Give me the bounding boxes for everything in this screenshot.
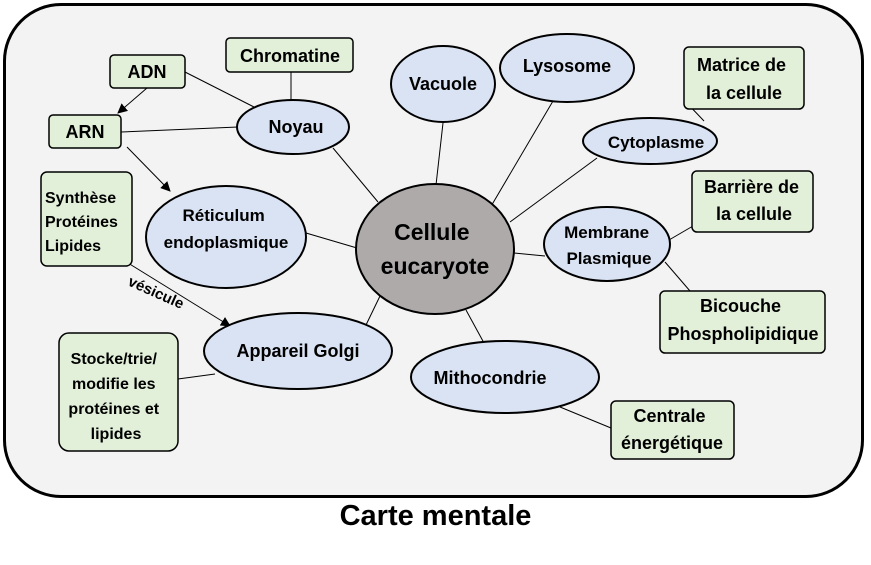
- center-line-2: eucaryote: [381, 253, 490, 279]
- link-noyau-adn: [184, 71, 255, 108]
- link-synthese-golgi: [127, 262, 231, 327]
- svg-text:Cellule eucaryote: Cellule eucaryote: [381, 219, 490, 279]
- note-stocke: Stocke/trie/ modifie les protéines et li…: [58, 332, 179, 452]
- barriere-line-1: Barrière de: [704, 177, 799, 197]
- centrale-line-2: énergétique: [621, 433, 723, 453]
- bicouche-line-1: Bicouche: [700, 296, 781, 316]
- link-center-lysosome: [489, 100, 554, 209]
- cytoplasme-label: Cytoplasme: [608, 133, 704, 152]
- organelle-mitochondrie: Mithocondrie: [410, 340, 600, 414]
- note-bicouche: Bicouche Phospholipidique: [659, 290, 826, 354]
- synthese-line-3: Lipides: [45, 238, 101, 255]
- link-center-vacuole: [435, 122, 444, 186]
- link-center-noyau: [332, 147, 379, 203]
- organelle-reticulum: Réticulum endoplasmique: [145, 185, 307, 289]
- link-center-mitochondrie: [465, 309, 485, 344]
- organelle-lysosome: Lysosome: [499, 33, 635, 103]
- bicouche-line-2: Phospholipidique: [668, 324, 819, 344]
- note-arn: ARN: [48, 114, 122, 149]
- organelle-membrane: Membrane Plasmique: [543, 206, 671, 282]
- link-golgi-stocke: [177, 373, 216, 380]
- reticulum-line-2: endoplasmique: [164, 233, 289, 252]
- reticulum-line-1: Réticulum: [183, 206, 265, 225]
- synthese-line-2: Protéines: [45, 214, 118, 231]
- svg-text:Matrice de la cellul: Matrice de la cellule: [697, 55, 791, 103]
- membrane-line-1: Membrane: [564, 223, 649, 242]
- diagram-caption: Carte mentale: [339, 500, 532, 532]
- center-node: Cellule eucaryote: [355, 183, 515, 315]
- link-center-reticulum: [305, 232, 358, 249]
- vesicule-label: vésicule: [125, 273, 186, 313]
- link-center-golgi: [365, 295, 381, 326]
- note-barriere: Barrière de la cellule: [691, 170, 814, 233]
- svg-text:Barrière de la cellu: Barrière de la cellule: [704, 177, 804, 224]
- chromatine-label: Chromatine: [240, 46, 340, 66]
- link-center-cytoplasme: [509, 157, 598, 223]
- matrice-line-1: Matrice de: [697, 55, 786, 75]
- noyau-label: Noyau: [268, 117, 323, 137]
- mitochondrie-label: Mithocondrie: [434, 368, 547, 388]
- stocke-line-3: protéines et: [68, 401, 159, 418]
- lysosome-label: Lysosome: [523, 56, 611, 76]
- organelle-golgi: Appareil Golgi: [203, 312, 393, 390]
- stocke-line-4: lipides: [91, 426, 142, 443]
- organelle-noyau: Noyau: [236, 99, 350, 155]
- center-line-1: Cellule: [394, 219, 469, 245]
- adn-label: ADN: [128, 62, 167, 82]
- link-adn-arn: [117, 87, 148, 114]
- svg-text:Réticulum endoplasmi: Réticulum endoplasmique: [164, 206, 289, 252]
- note-chromatine: Chromatine: [225, 37, 354, 73]
- matrice-line-2: la cellule: [706, 83, 782, 103]
- link-membrane-barriere: [668, 225, 694, 241]
- svg-text:Bicouche Phospholipi: Bicouche Phospholipidique: [668, 296, 819, 344]
- vacuole-label: Vacuole: [409, 74, 477, 94]
- stocke-line-1: Stocke/trie/: [71, 351, 158, 368]
- link-center-membrane: [513, 252, 546, 257]
- organelle-cytoplasme: Cytoplasme: [582, 117, 718, 165]
- connectors: [117, 71, 705, 429]
- arn-label: ARN: [66, 122, 105, 142]
- link-noyau-arn: [120, 126, 239, 133]
- link-membrane-bicouche: [664, 261, 691, 292]
- membrane-line-2: Plasmique: [566, 249, 651, 268]
- svg-text:Synthèse Protéines: Synthèse Protéines Lipides: [45, 190, 122, 255]
- note-adn: ADN: [109, 54, 186, 89]
- note-synthese: Synthèse Protéines Lipides: [40, 171, 133, 267]
- link-arn-reticulum: [126, 146, 171, 192]
- centrale-line-1: Centrale: [633, 406, 705, 426]
- note-matrice: Matrice de la cellule: [683, 46, 805, 110]
- barriere-line-2: la cellule: [716, 204, 792, 224]
- note-centrale: Centrale énergétique: [610, 400, 735, 460]
- svg-text:Stocke/trie/ modifie: Stocke/trie/ modifie les protéines et li…: [68, 351, 163, 443]
- stocke-line-2: modifie les: [72, 376, 156, 393]
- link-mito-centrale: [559, 406, 612, 429]
- golgi-label: Appareil Golgi: [236, 341, 359, 361]
- svg-text:Membrane Plasmique: Membrane Plasmique: [564, 223, 654, 268]
- organelle-vacuole: Vacuole: [390, 45, 496, 123]
- svg-text:Centrale énergétique: Centrale énergétique: [621, 406, 723, 453]
- synthese-line-1: Synthèse: [45, 190, 116, 207]
